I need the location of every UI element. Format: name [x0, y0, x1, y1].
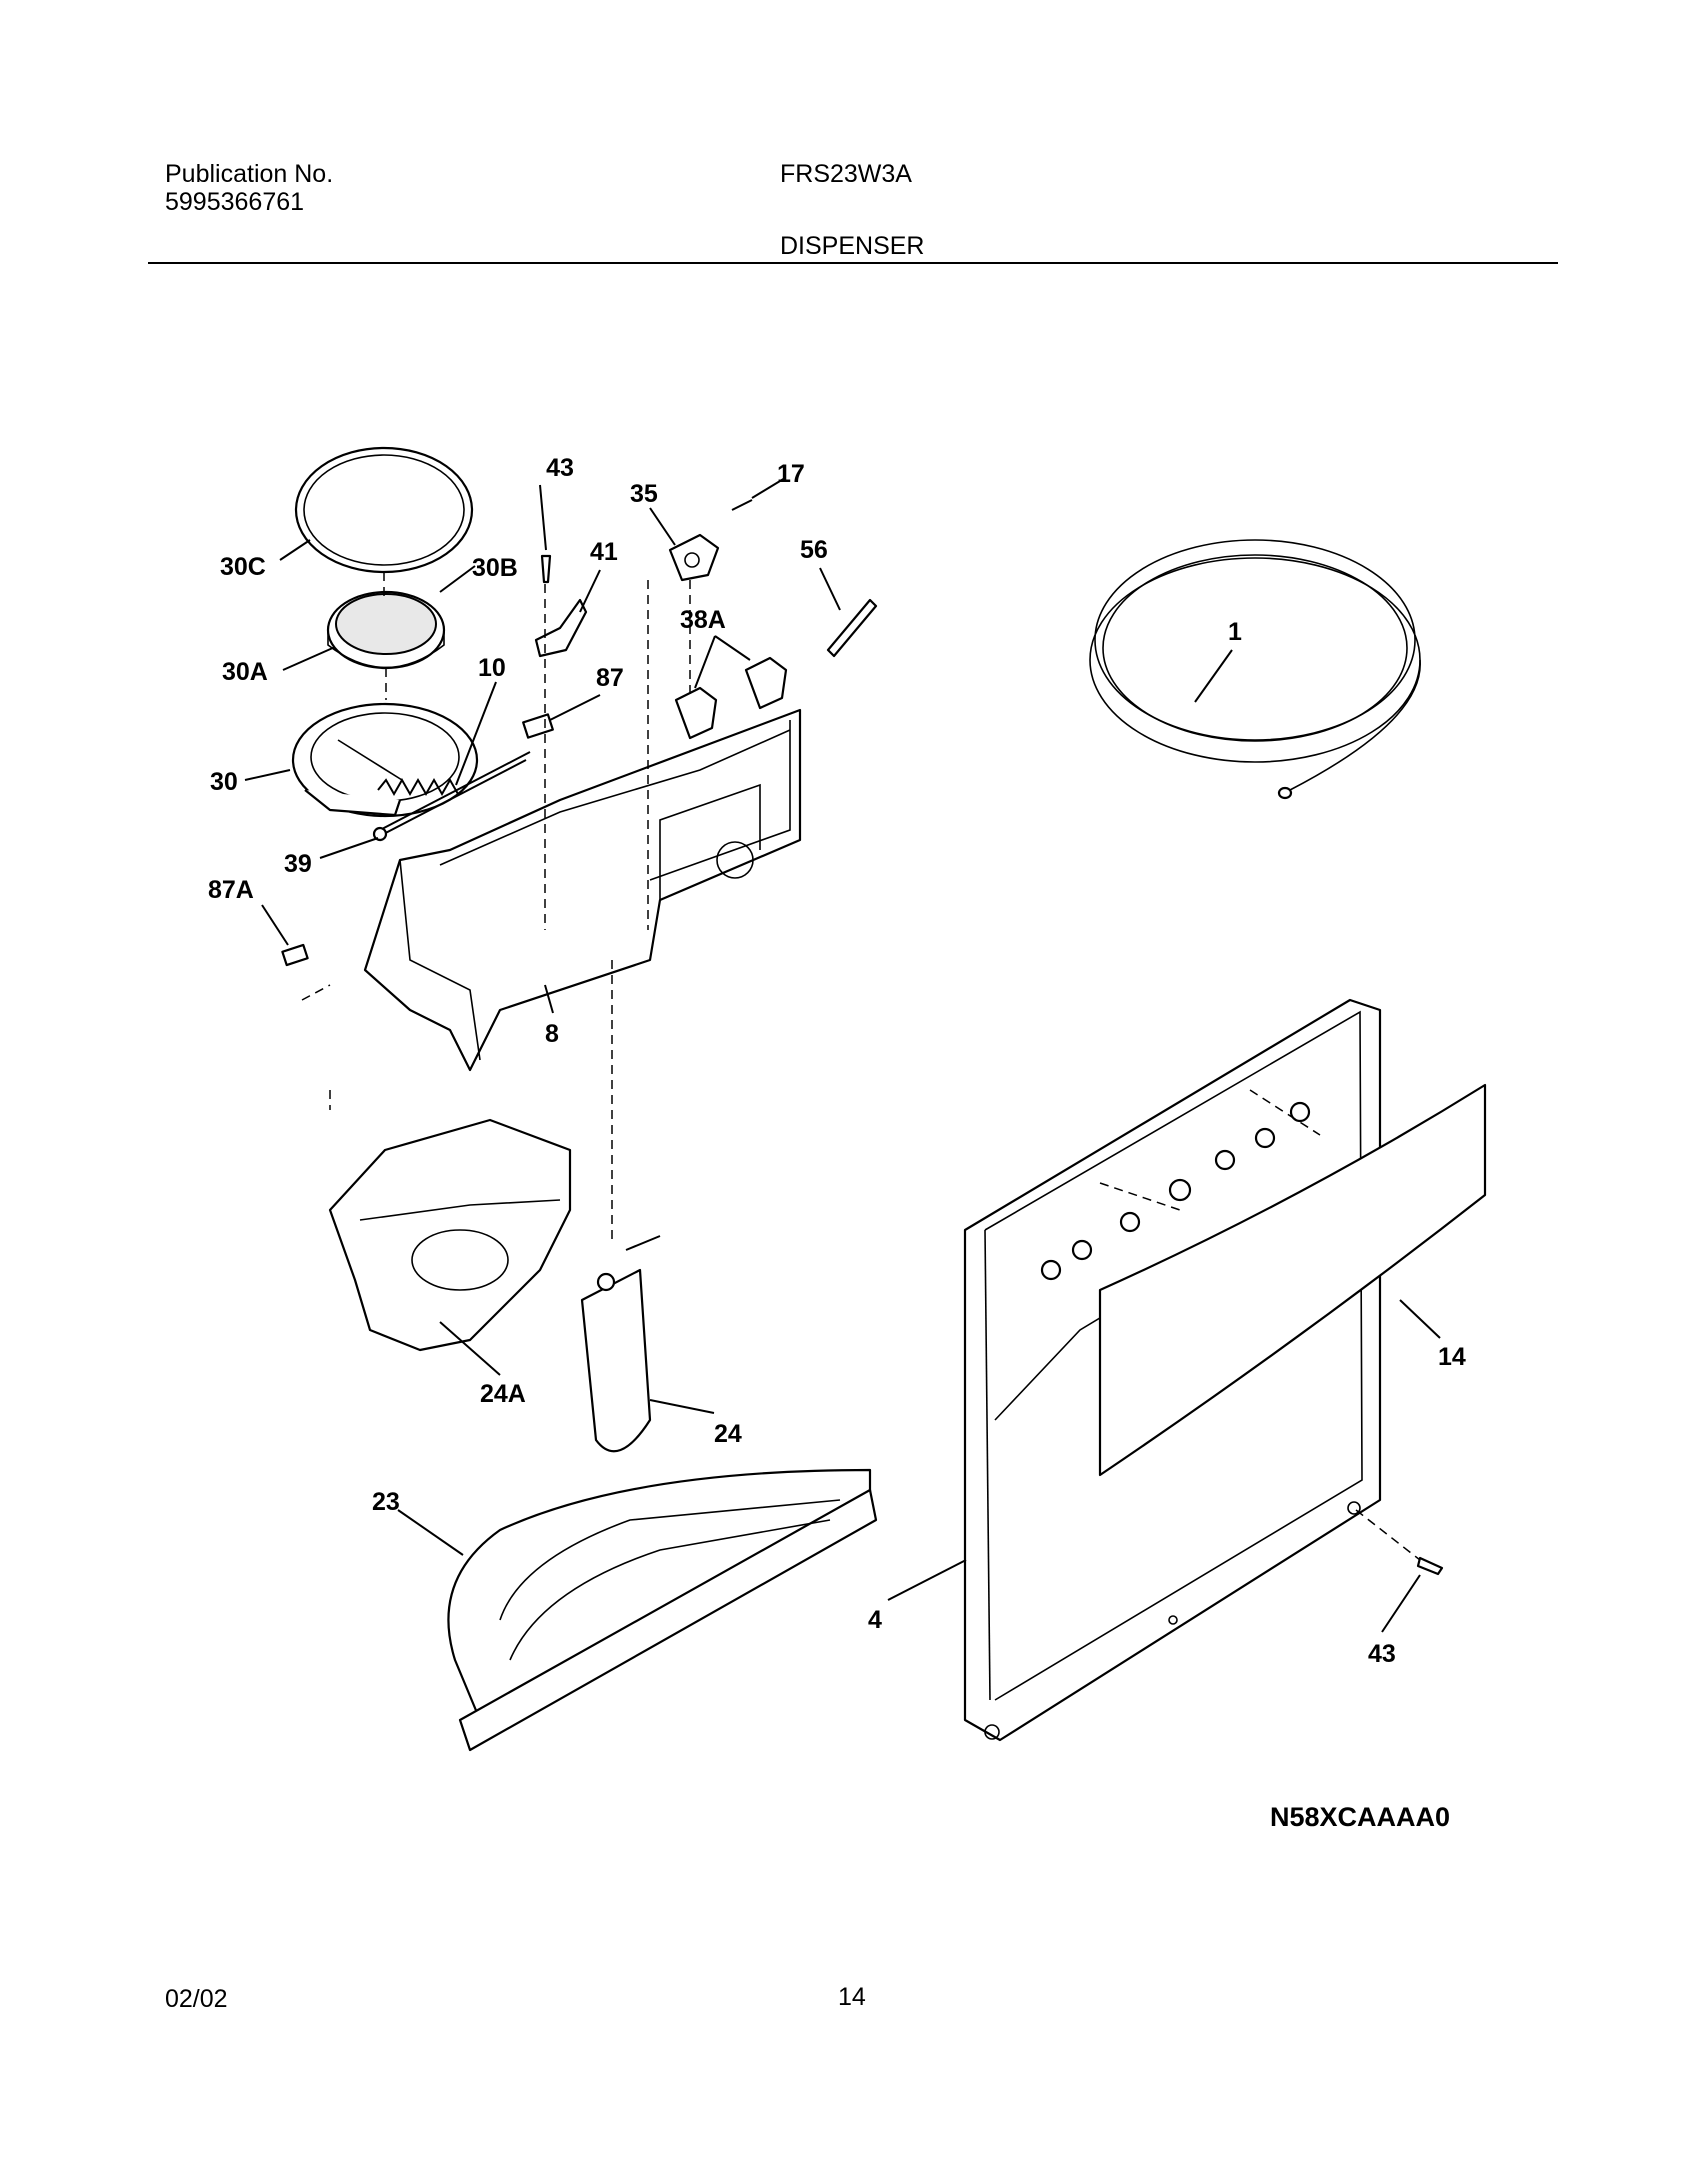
part-30c-gasket [294, 446, 474, 574]
part-30b-30a-cover [326, 590, 446, 670]
callout-1: 1 [1228, 618, 1242, 646]
callout-43-bottom: 43 [1368, 1640, 1396, 1668]
part-14-overlay [1098, 1083, 1487, 1477]
callout-4: 4 [868, 1606, 882, 1634]
callout-56: 56 [800, 536, 828, 564]
assembly-guide-lines [301, 572, 1421, 1561]
callout-30: 30 [210, 768, 238, 796]
callout-43-top: 43 [546, 454, 574, 482]
part-38a-actuators [674, 656, 788, 740]
callout-87: 87 [596, 664, 624, 692]
part-24a-chute [328, 1118, 572, 1352]
drawing-code: N58XCAAAA0 [1270, 1802, 1450, 1832]
callout-24: 24 [714, 1420, 742, 1448]
callout-leaders [244, 477, 1441, 1633]
part-1-tubing [1089, 539, 1421, 800]
footer-date: 02/02 [165, 1985, 228, 2013]
part-35-switch [668, 533, 720, 582]
callout-30a: 30A [222, 658, 268, 686]
part-43-screw-bottom [1416, 1556, 1444, 1576]
part-56-screw [826, 598, 878, 658]
callout-38a: 38A [680, 606, 726, 634]
part-10-spring-39-shaft [372, 751, 531, 842]
page-number: 14 [838, 1983, 866, 2011]
section-title: DISPENSER [780, 232, 925, 260]
callout-30b: 30B [472, 554, 518, 582]
part-43-screw-top [540, 554, 552, 584]
callout-39: 39 [284, 850, 312, 878]
publication-label: Publication No. [165, 160, 334, 188]
part-24-lever-arm [580, 1235, 661, 1453]
part-30-flap-door [291, 702, 479, 818]
publication-number: 5995366761 [165, 188, 305, 216]
part-87-clip [522, 713, 554, 739]
callout-8: 8 [545, 1020, 559, 1048]
part-8-housing [363, 708, 802, 1072]
model-number: FRS23W3A [780, 160, 912, 188]
callout-23: 23 [372, 1488, 400, 1516]
callout-labels: 43 35 17 56 41 38A 30C 30B 30A 10 87 30 … [208, 454, 1466, 1668]
part-23-drip-tray [447, 1468, 878, 1752]
callout-41: 41 [590, 538, 618, 566]
part-17-screw [731, 499, 753, 511]
callout-30c: 30C [220, 553, 266, 581]
header-rule [148, 262, 1558, 264]
callout-10: 10 [478, 654, 506, 682]
part-41-bracket [534, 598, 588, 658]
callout-35: 35 [630, 480, 658, 508]
part-87a-clip [281, 943, 309, 967]
callout-17: 17 [777, 460, 805, 488]
callout-87a: 87A [208, 876, 254, 904]
callout-24a: 24A [480, 1380, 526, 1408]
callout-14: 14 [1438, 1343, 1466, 1371]
